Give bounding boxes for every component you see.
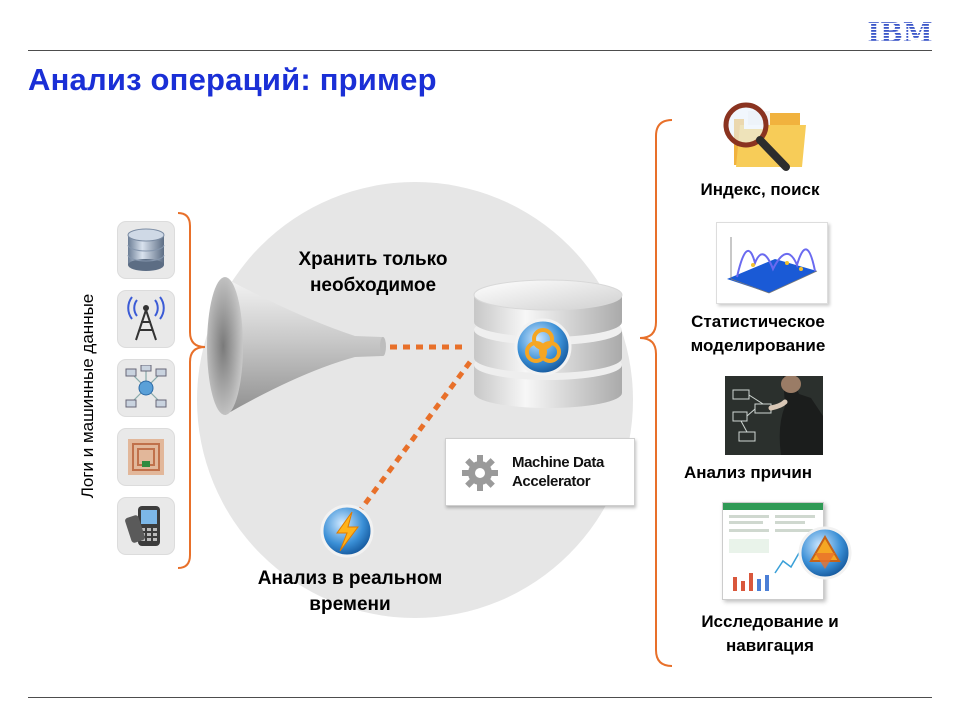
root-cause-analysis-label: Анализ причин bbox=[683, 463, 813, 482]
antenna-source-icon bbox=[117, 290, 175, 348]
gear-icon bbox=[462, 455, 498, 491]
top-divider bbox=[28, 50, 932, 51]
statistical-plot-thumbnail bbox=[716, 222, 828, 304]
index-search-label: Индекс, поиск bbox=[700, 180, 820, 199]
exploration-navigation-label: Исследование и навигация bbox=[701, 612, 839, 655]
svg-text:IBM: IBM bbox=[868, 18, 932, 46]
folders-search-icon bbox=[714, 95, 814, 175]
right-brace bbox=[639, 119, 673, 667]
machine-data-accelerator-label: Machine Data Accelerator bbox=[512, 454, 604, 490]
mobile-phone-source-icon bbox=[117, 497, 175, 555]
lightning-orb-icon bbox=[320, 504, 374, 558]
bottom-divider bbox=[28, 697, 932, 698]
root-cause-analysis-photo bbox=[725, 376, 823, 455]
page-title: Анализ операций: пример bbox=[28, 62, 437, 97]
db-to-realtime-connector bbox=[353, 360, 473, 518]
navigation-emblem-icon bbox=[798, 526, 852, 580]
machine-data-accelerator-box: Machine Data Accelerator bbox=[445, 438, 635, 506]
rfid-tag-source-icon bbox=[117, 428, 175, 486]
network-source-icon bbox=[117, 359, 175, 417]
realtime-analysis-label: Анализ в реальном времени bbox=[257, 568, 443, 615]
statistical-modeling-label: Статистическое моделирование bbox=[690, 312, 826, 355]
store-only-needed-label: Хранить только необходимое bbox=[298, 249, 448, 296]
funnel-graphic bbox=[207, 277, 386, 415]
database-source-icon bbox=[117, 221, 175, 279]
ibm-logo: IBM bbox=[868, 18, 932, 46]
triple-knot-emblem-icon bbox=[514, 318, 572, 376]
left-brace bbox=[177, 212, 206, 569]
